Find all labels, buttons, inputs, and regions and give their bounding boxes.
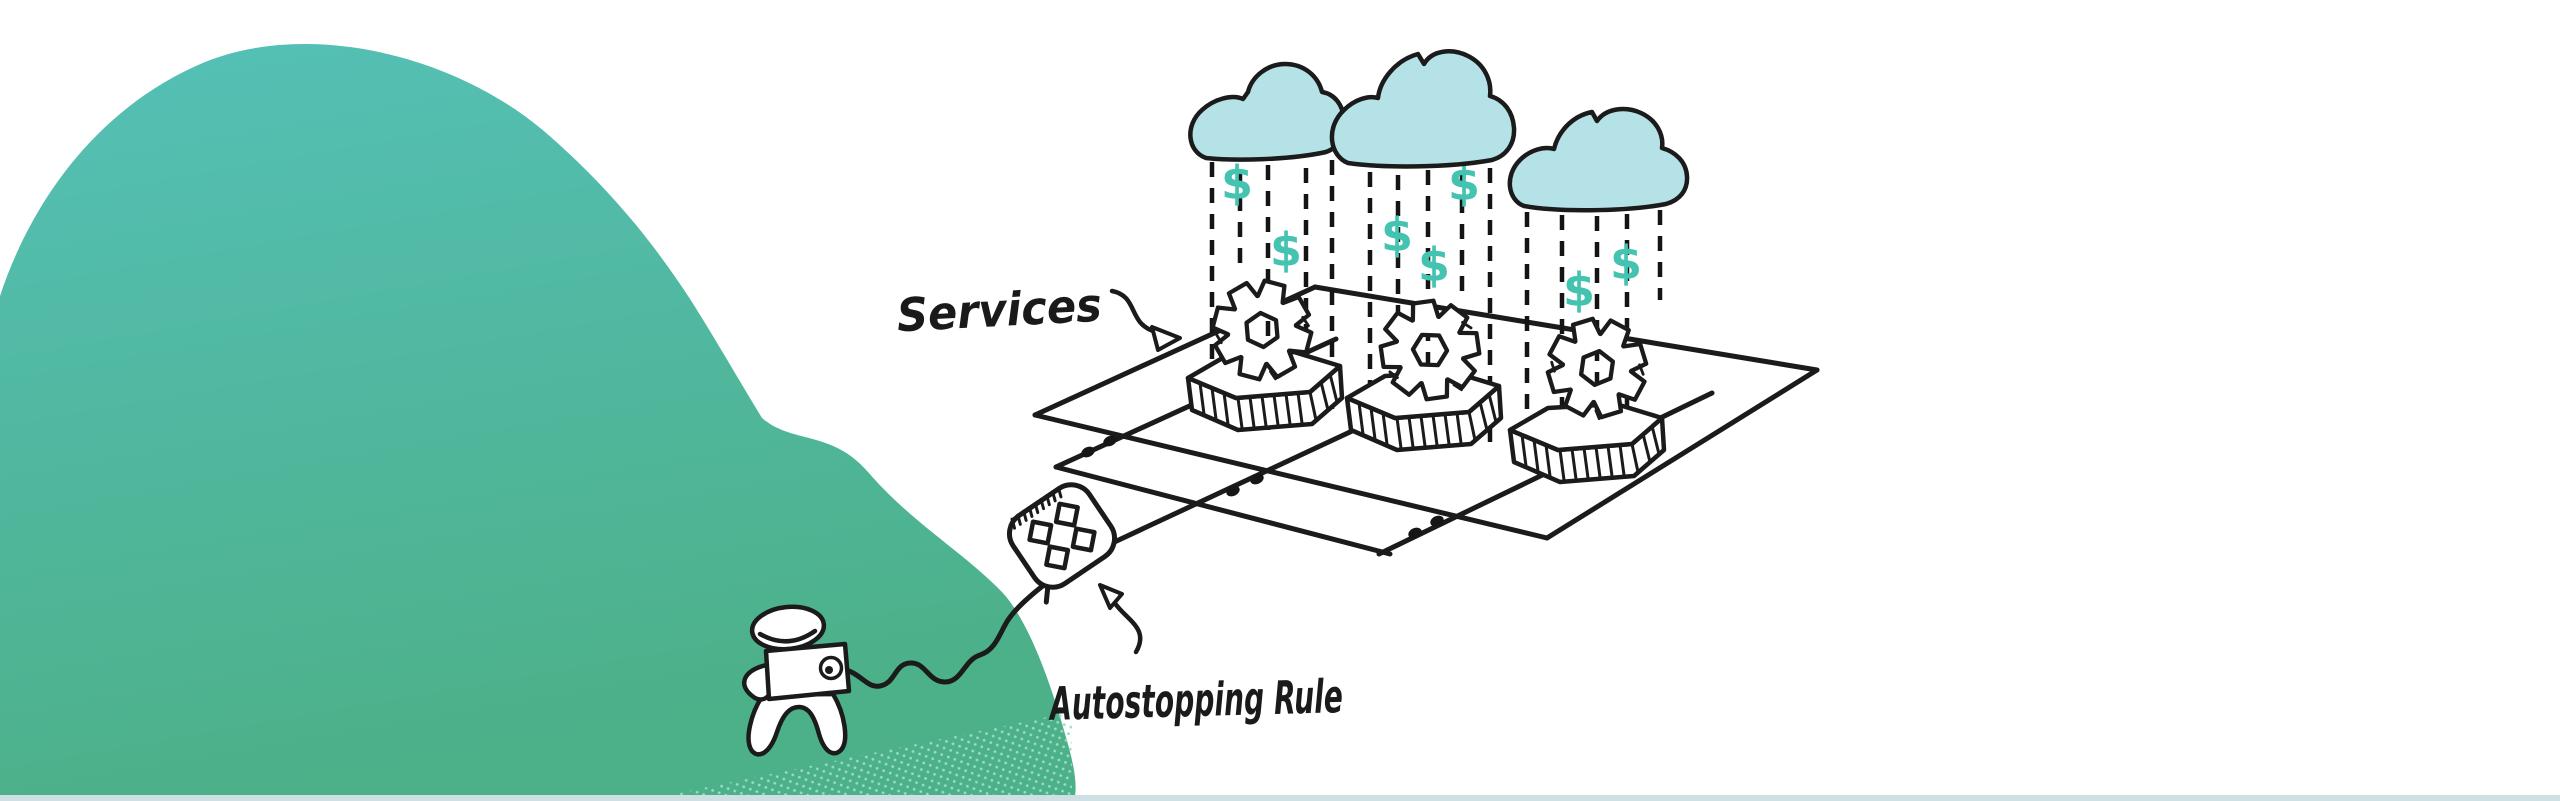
footer-strip xyxy=(0,795,2560,801)
person-smile xyxy=(757,628,818,644)
remote-buttons xyxy=(1027,501,1097,571)
dollar-icon: $ xyxy=(1610,236,1642,290)
services-arrow xyxy=(1109,288,1182,352)
dollar-icon: $ xyxy=(1221,156,1253,210)
cost-cloud-icon xyxy=(1329,49,1517,169)
service-platform-3 xyxy=(1510,404,1664,482)
autostopping-arrow xyxy=(1098,583,1143,655)
connection-dots xyxy=(1081,435,1444,539)
halftone-texture xyxy=(640,712,1072,801)
laptop-logo-dot xyxy=(825,666,833,674)
autostop-connection-line xyxy=(1105,422,1368,548)
dollar-icon: $ xyxy=(1270,223,1302,277)
dollar-icon: $ xyxy=(1563,263,1595,317)
cost-cloud-icon xyxy=(1507,106,1690,213)
cable xyxy=(846,581,1048,689)
person-with-laptop-icon xyxy=(742,604,852,757)
cost-clouds xyxy=(1188,49,1690,213)
cost-cloud-icon xyxy=(1188,61,1347,162)
dollar-icon: $ xyxy=(1418,238,1450,292)
grid-line xyxy=(1312,284,1820,373)
remote-control-icon xyxy=(1006,482,1118,605)
autostopping-rule-label: Autostopping Rule xyxy=(1047,669,1343,731)
services-label: Services xyxy=(895,278,1103,343)
dollar-icon: $ xyxy=(1381,208,1413,262)
person-legs xyxy=(746,691,848,757)
grid-line xyxy=(1544,367,1820,541)
laptop-logo xyxy=(818,655,844,681)
laptop xyxy=(763,641,852,702)
brand-cloud-icon xyxy=(0,44,1076,801)
grid-line xyxy=(1053,464,1393,557)
